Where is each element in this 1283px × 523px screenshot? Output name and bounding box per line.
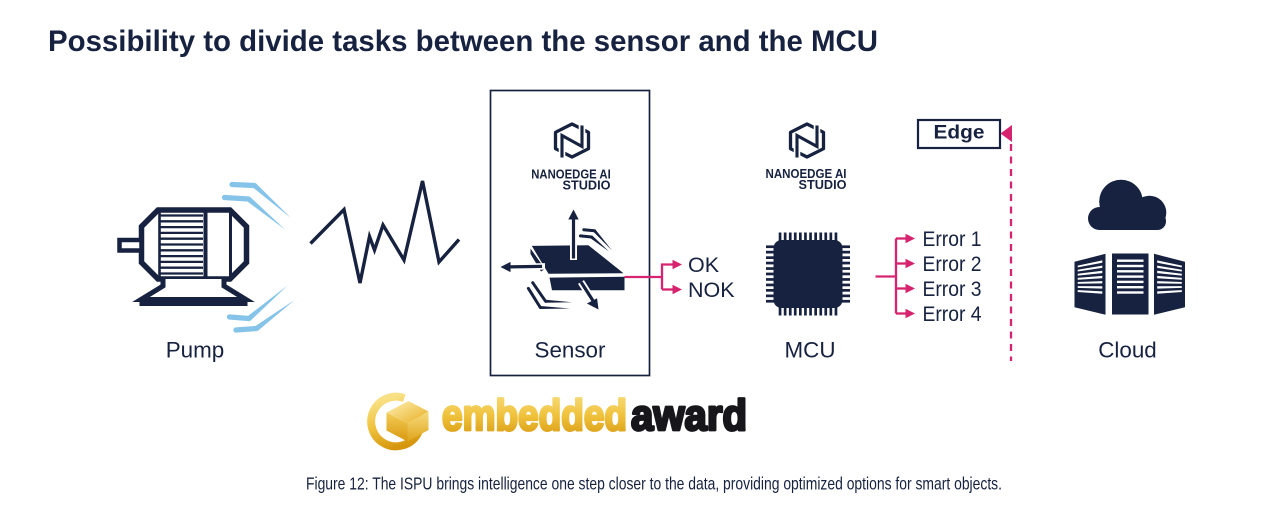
- svg-text:NOK: NOK: [688, 278, 735, 302]
- svg-text:STUDIO: STUDIO: [799, 178, 847, 192]
- svg-text:embedded: embedded: [442, 391, 627, 440]
- svg-text:OK: OK: [688, 253, 720, 277]
- svg-text:NANOEDGE AI: NANOEDGE AI: [766, 166, 847, 181]
- svg-text:Cloud: Cloud: [1098, 338, 1157, 363]
- svg-text:NANOEDGE AI: NANOEDGE AI: [531, 167, 611, 182]
- svg-text:Pump: Pump: [166, 338, 225, 363]
- svg-text:MCU: MCU: [785, 338, 836, 363]
- svg-text:Possibility to divide tasks be: Possibility to divide tasks between the …: [48, 25, 878, 58]
- svg-text:Figure 12: The ISPU brings int: Figure 12: The ISPU brings intelligence …: [306, 474, 1002, 494]
- svg-text:Error 1: Error 1: [923, 227, 982, 251]
- svg-text:Error 2: Error 2: [923, 252, 982, 276]
- svg-text:Error 3: Error 3: [923, 277, 982, 301]
- svg-text:Edge: Edge: [934, 122, 985, 144]
- svg-text:Error 4: Error 4: [923, 302, 982, 326]
- svg-text:award: award: [631, 391, 747, 440]
- svg-text:Sensor: Sensor: [535, 338, 606, 363]
- svg-text:STUDIO: STUDIO: [563, 178, 611, 192]
